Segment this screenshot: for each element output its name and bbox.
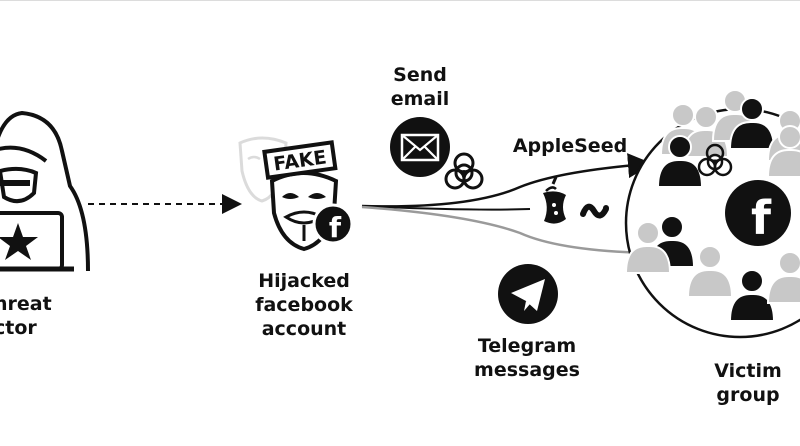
star-icon — [0, 223, 38, 260]
telegram-messages-label: Telegram messages — [474, 335, 580, 381]
telegram-icon — [498, 264, 558, 324]
person-icon — [766, 251, 800, 304]
hooded-hacker-icon — [0, 111, 90, 272]
telegram-flow-line — [361, 205, 655, 266]
appleseed-label: AppleSeed — [512, 135, 628, 157]
appleseed-flow-line — [361, 153, 653, 208]
send-email-label: Send email — [390, 64, 450, 110]
people-cluster — [624, 89, 800, 322]
threat-actor-label: hreat ctor — [0, 293, 52, 339]
envelope-icon — [390, 117, 450, 177]
victim-group-label: Victim group — [714, 360, 782, 406]
worm-icon — [580, 203, 609, 219]
person-icon — [766, 125, 800, 178]
facebook-icon: f — [312, 203, 354, 245]
victim-facebook-logo-text: f — [751, 191, 772, 245]
apple-core-icon — [543, 176, 566, 224]
person-icon — [624, 221, 672, 274]
biohazard-icon — [697, 143, 733, 177]
facebook-icon: f — [725, 180, 791, 246]
fake-sign-icon: FAKE — [262, 140, 338, 180]
person-icon — [686, 245, 734, 298]
hijacked-account-label: Hijacked facebook account — [255, 270, 353, 340]
person-icon — [728, 269, 776, 322]
facebook-logo-text: f — [329, 211, 342, 244]
biohazard-icon — [444, 152, 484, 190]
person-icon — [656, 135, 704, 188]
appleseed-flow-line-lower — [361, 205, 531, 211]
